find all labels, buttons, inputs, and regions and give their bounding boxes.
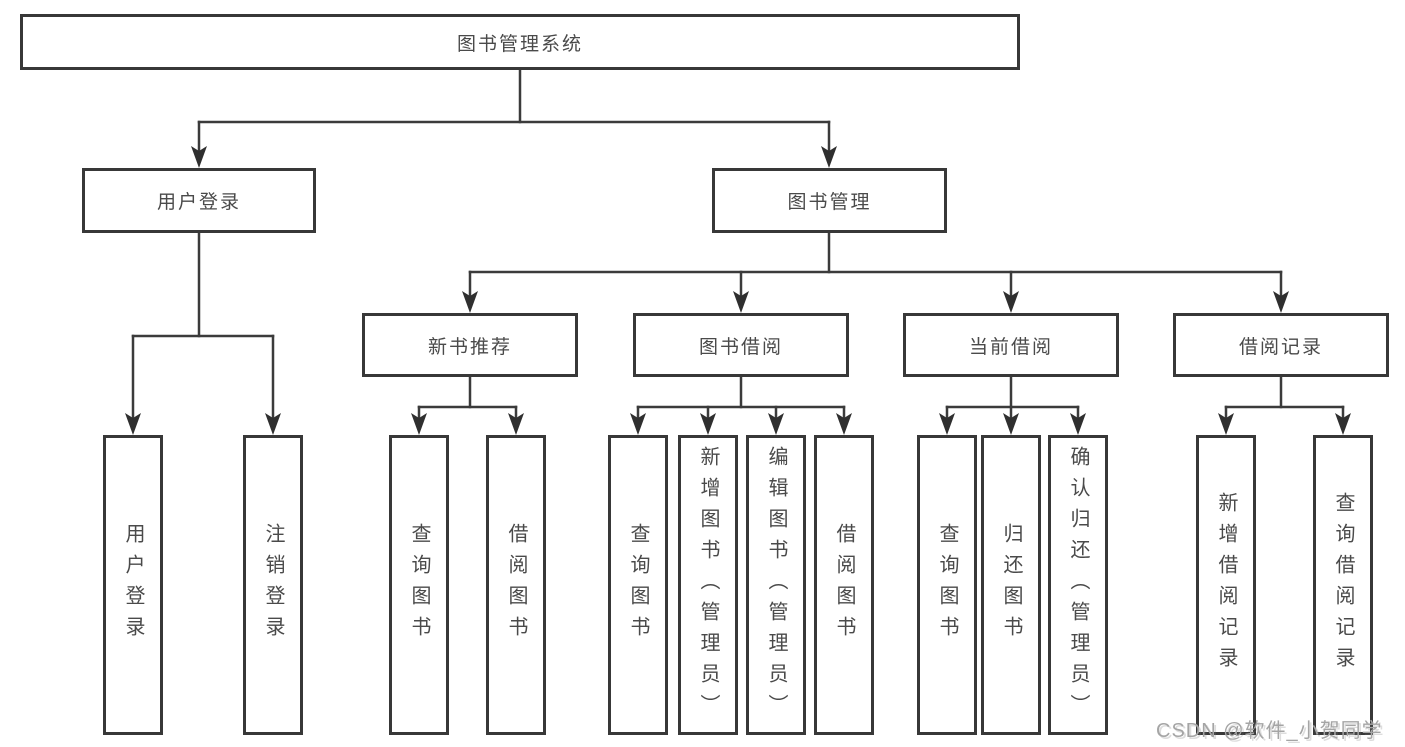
node-label: 图书借阅 bbox=[698, 336, 783, 358]
watermark: CSDN @软件_小贺同学 bbox=[1156, 720, 1383, 742]
node-label: 查询图书 bbox=[936, 523, 958, 647]
leaf-edit-book-admin: 编辑图书（管理员） bbox=[746, 435, 806, 735]
leaf-add-book-admin: 新增图书（管理员） bbox=[678, 435, 738, 735]
node-label: 归还图书 bbox=[1000, 523, 1022, 647]
leaf-logout: 注销登录 bbox=[243, 435, 303, 735]
node-label: 查询图书 bbox=[627, 523, 649, 647]
node-current-borrow: 当前借阅 bbox=[903, 313, 1119, 377]
node-library-management-system: 图书管理系统 bbox=[20, 14, 1020, 70]
node-label: 当前借阅 bbox=[968, 336, 1053, 358]
node-label: 借阅图书 bbox=[505, 523, 527, 647]
node-label: 新增借阅记录 bbox=[1215, 492, 1237, 678]
node-label: 新增图书（管理员） bbox=[697, 445, 719, 725]
node-borrow-records: 借阅记录 bbox=[1173, 313, 1389, 377]
leaf-add-borrow-record: 新增借阅记录 bbox=[1196, 435, 1256, 735]
leaf-confirm-return-admin: 确认归还（管理员） bbox=[1048, 435, 1108, 735]
node-label: 借阅记录 bbox=[1238, 336, 1323, 358]
node-book-management: 图书管理 bbox=[712, 168, 947, 233]
leaf-user-login: 用户登录 bbox=[103, 435, 163, 735]
node-label: 查询图书 bbox=[408, 523, 430, 647]
node-label: 借阅图书 bbox=[833, 523, 855, 647]
leaf-query-books-current: 查询图书 bbox=[917, 435, 977, 735]
leaf-return-books: 归还图书 bbox=[981, 435, 1041, 735]
leaf-borrow-books-recommend: 借阅图书 bbox=[486, 435, 546, 735]
node-label: 用户登录 bbox=[122, 523, 144, 647]
node-label: 图书管理 bbox=[787, 192, 872, 213]
leaf-borrow-books: 借阅图书 bbox=[814, 435, 874, 735]
node-label: 图书管理系统 bbox=[456, 33, 583, 55]
node-label: 查询借阅记录 bbox=[1332, 492, 1354, 678]
leaf-query-books-borrow: 查询图书 bbox=[608, 435, 668, 735]
node-new-book-recommend: 新书推荐 bbox=[362, 313, 578, 377]
node-user-login: 用户登录 bbox=[82, 168, 316, 233]
node-label: 确认归还（管理员） bbox=[1067, 445, 1089, 725]
node-label: 注销登录 bbox=[262, 523, 284, 647]
node-label: 编辑图书（管理员） bbox=[765, 445, 787, 725]
node-book-borrow: 图书借阅 bbox=[633, 313, 849, 377]
leaf-query-borrow-record: 查询借阅记录 bbox=[1313, 435, 1373, 735]
node-label: 用户登录 bbox=[156, 192, 241, 213]
node-label: 新书推荐 bbox=[427, 336, 512, 358]
leaf-query-books-recommend: 查询图书 bbox=[389, 435, 449, 735]
